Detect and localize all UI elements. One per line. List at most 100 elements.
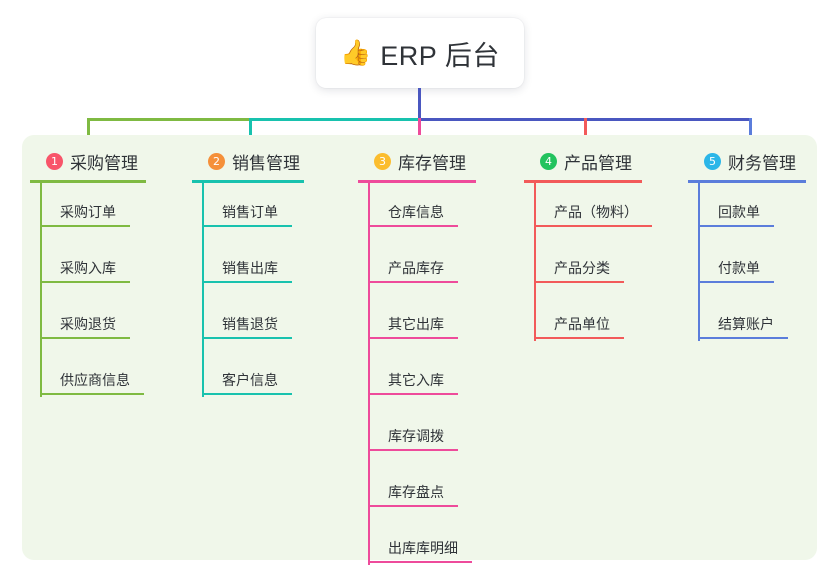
branch-item-label: 采购订单 bbox=[60, 204, 116, 220]
branch-item-label: 库存调拨 bbox=[388, 428, 444, 444]
branch-item-label: 销售订单 bbox=[222, 204, 278, 220]
branch-item-underline bbox=[40, 281, 130, 283]
branch-item[interactable]: 采购退货 bbox=[30, 295, 146, 351]
branch-number-badge: 1 bbox=[46, 152, 63, 170]
connector-trunk bbox=[418, 88, 421, 120]
branch-underline bbox=[688, 180, 806, 183]
branch-item[interactable]: 销售退货 bbox=[192, 295, 304, 351]
branch-item-label: 其它出库 bbox=[388, 316, 444, 332]
branch-header-销售管理[interactable]: 2 销售管理 bbox=[192, 148, 304, 174]
branch-item-list: 仓库信息产品库存其它出库其它入库库存调拨库存盘点出库库明细 bbox=[358, 183, 476, 575]
branch-item[interactable]: 采购订单 bbox=[30, 183, 146, 239]
branch-item[interactable]: 付款单 bbox=[688, 239, 806, 295]
branch-item-underline bbox=[534, 225, 652, 227]
connector-drop-purchase bbox=[87, 118, 90, 146]
branch-item-label: 产品库存 bbox=[388, 260, 444, 276]
branch-item-underline bbox=[202, 337, 292, 339]
branch-item[interactable]: 供应商信息 bbox=[30, 351, 146, 407]
branch-item[interactable]: 库存盘点 bbox=[358, 463, 476, 519]
branch-item-label: 库存盘点 bbox=[388, 484, 444, 500]
branch-item-underline bbox=[368, 393, 458, 395]
branch-number-badge: 4 bbox=[540, 152, 557, 170]
branch-item-label: 供应商信息 bbox=[60, 372, 130, 388]
branch-item-label: 仓库信息 bbox=[388, 204, 444, 220]
branch-item[interactable]: 产品分类 bbox=[524, 239, 642, 295]
connector-segment-purchase bbox=[88, 118, 251, 121]
branch-item[interactable]: 结算账户 bbox=[688, 295, 806, 351]
branch-item[interactable]: 产品（物料） bbox=[524, 183, 652, 239]
branch-item-label: 付款单 bbox=[718, 260, 760, 276]
branch-item-label: 销售退货 bbox=[222, 316, 278, 332]
branch-spine bbox=[534, 183, 536, 341]
branch-item[interactable]: 客户信息 bbox=[192, 351, 304, 407]
branch-column-4: 4 产品管理产品（物料） 产品分类产品单位 bbox=[524, 148, 652, 351]
branch-item-underline bbox=[202, 225, 292, 227]
branch-column-2: 2 销售管理销售订单销售出库销售退货客户信息 bbox=[192, 148, 304, 407]
branch-item-label: 回款单 bbox=[718, 204, 760, 220]
branch-item-label: 采购退货 bbox=[60, 316, 116, 332]
connector-drop-product bbox=[584, 118, 587, 146]
branch-title: 库存管理 bbox=[398, 153, 466, 173]
branch-item[interactable]: 出库库明细 bbox=[358, 519, 476, 575]
branch-item[interactable]: 回款单 bbox=[688, 183, 806, 239]
page-title: ERP 后台 bbox=[380, 40, 500, 71]
branch-item-underline bbox=[534, 337, 624, 339]
branch-item-label: 采购入库 bbox=[60, 260, 116, 276]
branch-item-underline bbox=[698, 225, 774, 227]
branch-spine bbox=[40, 183, 42, 397]
root-title-inner: 👍 ERP 后台 bbox=[340, 34, 500, 73]
branch-item-underline bbox=[368, 505, 458, 507]
branch-number-badge: 5 bbox=[704, 152, 721, 170]
branch-item-list: 采购订单采购入库采购退货供应商信息 bbox=[30, 183, 146, 407]
branch-item-underline bbox=[202, 393, 292, 395]
branch-item-label: 销售出库 bbox=[222, 260, 278, 276]
branches-panel: 1 采购管理采购订单采购入库采购退货供应商信息 2 销售管理销售订单销售出库销售退货客… bbox=[22, 135, 817, 565]
branch-item-underline bbox=[40, 225, 130, 227]
branch-item-underline bbox=[368, 281, 458, 283]
branch-underline bbox=[524, 180, 642, 183]
branch-title: 采购管理 bbox=[70, 153, 138, 173]
branch-item-underline bbox=[368, 337, 458, 339]
branch-item-underline bbox=[368, 561, 472, 563]
branch-item-label: 其它入库 bbox=[388, 372, 444, 388]
branch-column-1: 1 采购管理采购订单采购入库采购退货供应商信息 bbox=[30, 148, 146, 407]
branch-item[interactable]: 销售出库 bbox=[192, 239, 304, 295]
branch-item[interactable]: 库存调拨 bbox=[358, 407, 476, 463]
branch-title: 产品管理 bbox=[564, 153, 632, 173]
connector-drop-finance bbox=[749, 118, 752, 146]
branch-item-list: 产品（物料） 产品分类产品单位 bbox=[524, 183, 652, 351]
connector-drop-stock bbox=[418, 118, 421, 146]
branch-spine bbox=[202, 183, 204, 397]
connector-drop-sales bbox=[249, 118, 252, 146]
branch-header-采购管理[interactable]: 1 采购管理 bbox=[30, 148, 146, 174]
branch-item-list: 销售订单销售出库销售退货客户信息 bbox=[192, 183, 304, 407]
branch-item-label: 产品单位 bbox=[554, 316, 610, 332]
branch-item[interactable]: 采购入库 bbox=[30, 239, 146, 295]
connector-segment-sales bbox=[250, 118, 420, 121]
branch-title: 销售管理 bbox=[232, 153, 300, 173]
branch-item[interactable]: 仓库信息 bbox=[358, 183, 476, 239]
root-title-card[interactable]: 👍 ERP 后台 bbox=[316, 18, 524, 88]
branch-item-underline bbox=[698, 281, 774, 283]
branch-item-label: 产品分类 bbox=[554, 260, 610, 276]
branch-item[interactable]: 产品库存 bbox=[358, 239, 476, 295]
branch-underline bbox=[30, 180, 146, 183]
thumbs-up-icon: 👍 bbox=[340, 38, 372, 67]
branch-item[interactable]: 其它入库 bbox=[358, 351, 476, 407]
branch-header-产品管理[interactable]: 4 产品管理 bbox=[524, 148, 642, 174]
branch-item[interactable]: 产品单位 bbox=[524, 295, 642, 351]
branch-underline bbox=[192, 180, 304, 183]
branch-item-label: 出库库明细 bbox=[388, 540, 458, 556]
branch-item-underline bbox=[368, 449, 458, 451]
branch-underline bbox=[358, 180, 476, 183]
branch-item-label: 客户信息 bbox=[222, 372, 278, 388]
branch-item[interactable]: 销售订单 bbox=[192, 183, 304, 239]
branch-item[interactable]: 其它出库 bbox=[358, 295, 476, 351]
branch-item-underline bbox=[40, 337, 130, 339]
branch-number-badge: 2 bbox=[208, 152, 225, 170]
